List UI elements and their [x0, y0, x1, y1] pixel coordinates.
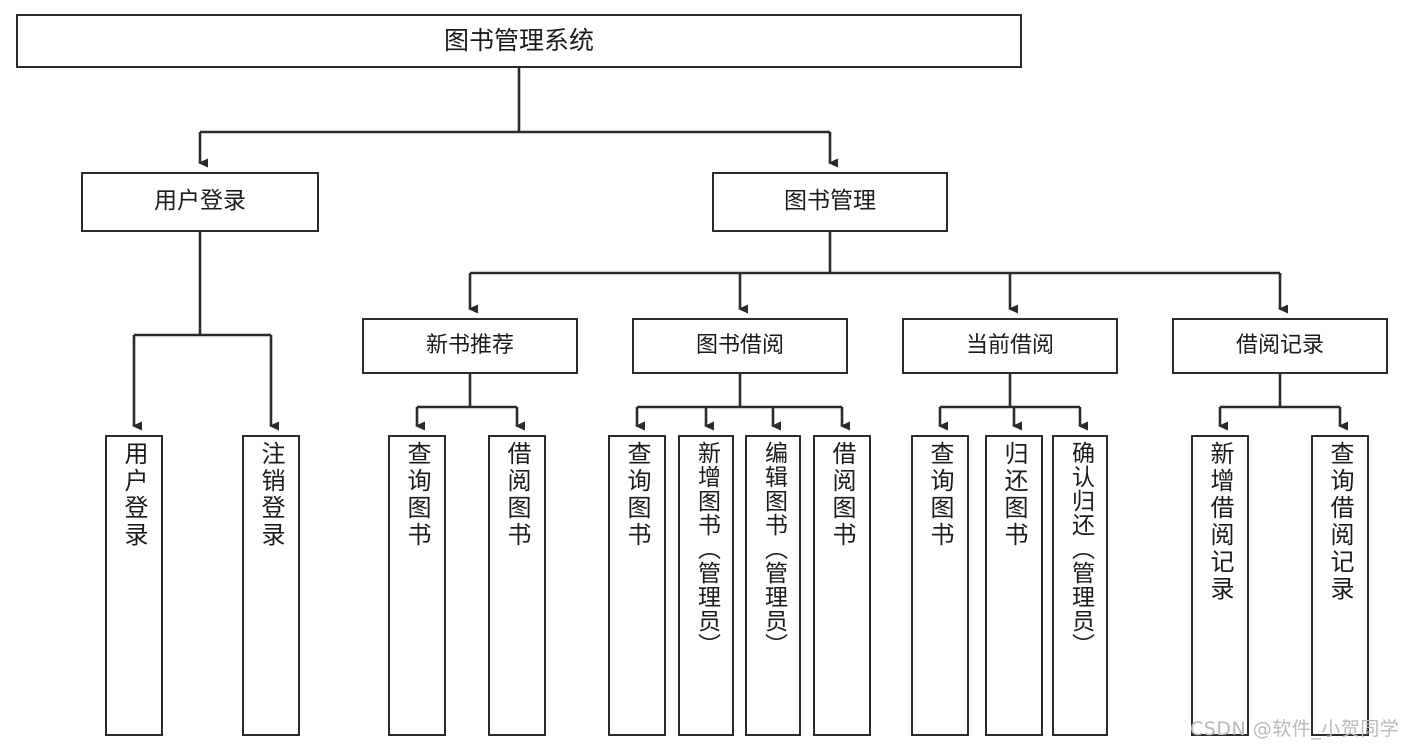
node-leaf-edit-book-admin[interactable]: 编辑图书（管理员） — [745, 435, 801, 736]
node-leaf-query-book-2[interactable]: 查询图书 — [608, 435, 666, 736]
node-root-label: 图书管理系统 — [443, 26, 594, 56]
node-book-management-label: 图书管理 — [784, 188, 876, 215]
node-user-login[interactable]: 用户登录 — [81, 172, 319, 232]
node-current-borrow-label: 当前借阅 — [965, 333, 1054, 359]
node-leaf-user-login-label: 用户登录 — [120, 441, 148, 549]
node-book-management[interactable]: 图书管理 — [712, 172, 948, 232]
node-leaf-user-login[interactable]: 用户登录 — [105, 435, 163, 736]
node-leaf-query-book-2-label: 查询图书 — [623, 441, 651, 549]
node-leaf-query-book-3-label: 查询图书 — [926, 441, 954, 549]
node-leaf-return-book-label: 归还图书 — [1000, 441, 1028, 549]
node-leaf-edit-book-admin-label: 编辑图书（管理员） — [760, 441, 787, 657]
node-leaf-add-borrow-record-label: 新增借阅记录 — [1206, 441, 1234, 603]
node-new-book-recommend-label: 新书推荐 — [425, 333, 514, 359]
node-book-borrow-label: 图书借阅 — [695, 333, 784, 359]
node-borrow-records[interactable]: 借阅记录 — [1172, 318, 1388, 374]
node-user-login-label: 用户登录 — [154, 188, 246, 215]
node-leaf-add-book-admin-label: 新增图书（管理员） — [693, 441, 720, 657]
csdn-watermark: CSDN @软件_小贺同学 — [1190, 718, 1400, 740]
node-leaf-query-book-1-label: 查询图书 — [403, 441, 431, 549]
node-leaf-borrow-book-1-label: 借阅图书 — [503, 441, 531, 549]
node-root[interactable]: 图书管理系统 — [16, 14, 1022, 68]
node-leaf-borrow-book-2[interactable]: 借阅图书 — [813, 435, 871, 736]
node-current-borrow[interactable]: 当前借阅 — [902, 318, 1118, 374]
node-borrow-records-label: 借阅记录 — [1235, 333, 1324, 359]
node-book-borrow[interactable]: 图书借阅 — [632, 318, 848, 374]
node-leaf-query-borrow-record[interactable]: 查询借阅记录 — [1311, 435, 1369, 736]
node-leaf-query-book-3[interactable]: 查询图书 — [911, 435, 969, 736]
node-leaf-logout-label: 注销登录 — [257, 441, 285, 549]
node-leaf-return-book[interactable]: 归还图书 — [985, 435, 1043, 736]
node-leaf-add-book-admin[interactable]: 新增图书（管理员） — [678, 435, 734, 736]
node-leaf-confirm-return-admin[interactable]: 确认归还（管理员） — [1052, 435, 1108, 736]
node-leaf-borrow-book-2-label: 借阅图书 — [828, 441, 856, 549]
node-new-book-recommend[interactable]: 新书推荐 — [362, 318, 578, 374]
node-leaf-confirm-return-admin-label: 确认归还（管理员） — [1067, 441, 1094, 657]
node-leaf-query-borrow-record-label: 查询借阅记录 — [1326, 441, 1354, 603]
node-leaf-query-book-1[interactable]: 查询图书 — [388, 435, 446, 736]
node-leaf-logout[interactable]: 注销登录 — [242, 435, 300, 736]
node-leaf-add-borrow-record[interactable]: 新增借阅记录 — [1191, 435, 1249, 736]
node-leaf-borrow-book-1[interactable]: 借阅图书 — [488, 435, 546, 736]
